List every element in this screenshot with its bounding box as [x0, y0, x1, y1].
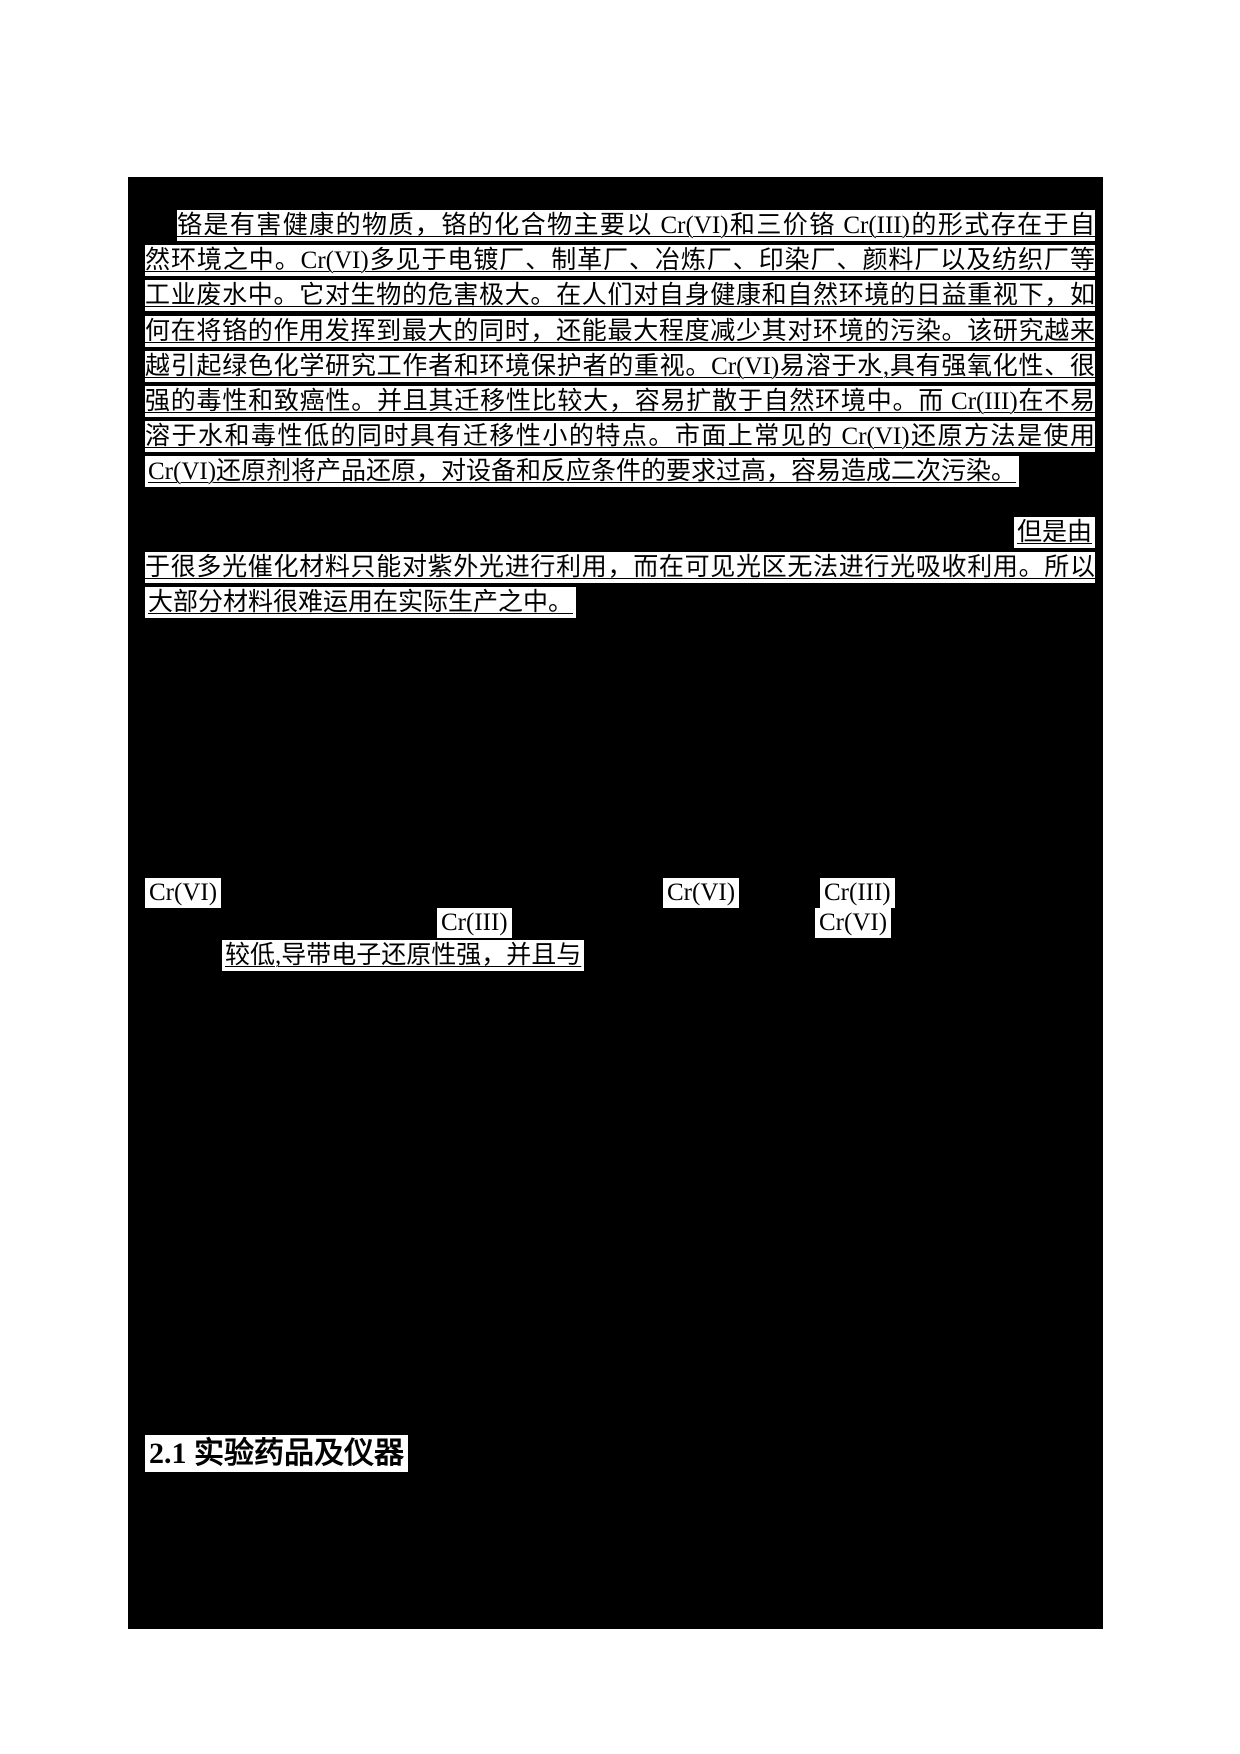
chemical-term-cr3: Cr(III) — [820, 878, 895, 908]
redacted-region — [128, 177, 1103, 1629]
document-line: 强的毒性和致癌性。并且其迁移性比较大，容易扩散于自然环境中。而 Cr(III)在… — [145, 386, 1095, 417]
document-line: 工业废水中。它对生物的危害极大。在人们对自身健康和自然环境的日益重视下，如 — [145, 280, 1095, 311]
document-line: 越引起绿色化学研究工作者和环境保护者的重视。Cr(VI)易溶于水,具有强氧化性、… — [145, 351, 1095, 382]
document-line: 然环境之中。Cr(VI)多见于电镀厂、制革厂、冶炼厂、印染厂、颜料厂以及纺织厂等 — [145, 245, 1095, 276]
document-line: 于很多光催化材料只能对紫外光进行利用，而在可见光区无法进行光吸收利用。所以 — [145, 552, 1095, 583]
section-heading: 2.1 实验药品及仪器 — [145, 1435, 408, 1472]
document-line: 何在将铬的作用发挥到最大的同时，还能最大程度减少其对环境的污染。该研究越来 — [145, 316, 1095, 347]
chemical-term-cr6: Cr(VI) — [815, 908, 892, 938]
document-line: 大部分材料很难运用在实际生产之中。 — [145, 587, 577, 618]
document-line: 溶于水和毒性低的同时具有迁移性小的特点。市面上常见的 Cr(VI)还原方法是使用 — [145, 421, 1095, 452]
document-line-fragment: 但是由 — [1013, 517, 1095, 548]
document-line: 铬是有害健康的物质，铬的化合物主要以 Cr(VI)和三价铬 Cr(III)的形式… — [177, 210, 1095, 241]
chemical-term-cr6: Cr(VI) — [145, 878, 222, 908]
chemical-term-cr6: Cr(VI) — [663, 878, 740, 908]
document-line-fragment: 较低,导带电子还原性强，并且与 — [222, 940, 585, 971]
document-line: Cr(VI)还原剂将产品还原，对设备和反应条件的要求过高，容易造成二次污染。 — [145, 456, 1020, 487]
chemical-term-cr3: Cr(III) — [437, 908, 512, 938]
